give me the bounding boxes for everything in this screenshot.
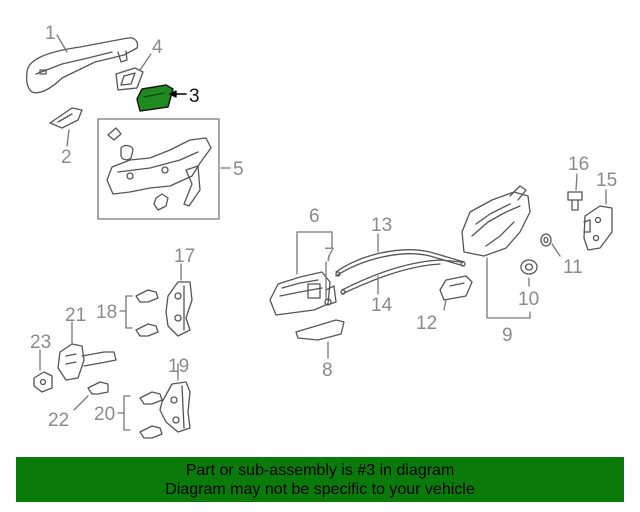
callout-19: 19 xyxy=(168,356,189,377)
striker-part xyxy=(583,205,613,251)
callout-15: 15 xyxy=(596,170,617,191)
upper-hinge-part xyxy=(165,281,193,337)
callout-14: 14 xyxy=(371,295,393,316)
callout-18: 18 xyxy=(96,302,117,323)
callout-20: 20 xyxy=(94,404,115,425)
callout-12: 12 xyxy=(416,313,437,334)
callout-8: 8 xyxy=(322,360,333,381)
door-check-part xyxy=(57,343,117,381)
callout-7: 7 xyxy=(324,245,335,266)
door-lock-assembly-box xyxy=(97,118,220,220)
inner-handle-assembly-part xyxy=(269,271,337,316)
hinge-bolts-part-20 xyxy=(139,391,163,439)
lock-bracket-part xyxy=(439,275,473,301)
callout-17: 17 xyxy=(174,246,195,267)
striker-screw-part xyxy=(567,191,583,211)
callout-13: 13 xyxy=(371,215,392,236)
handle-cover-highlighted xyxy=(136,84,174,112)
callout-3: 3 xyxy=(189,86,200,107)
callout-21: 21 xyxy=(65,305,86,326)
callout-11: 11 xyxy=(563,257,583,278)
lock-cable-part xyxy=(335,249,466,295)
outside-handle-part xyxy=(26,37,139,94)
callout-4: 4 xyxy=(152,37,163,58)
pad-part xyxy=(115,67,144,91)
callout-6: 6 xyxy=(309,206,320,227)
banner-line-1: Part or sub-assembly is #3 in diagram xyxy=(185,462,455,479)
callout-16: 16 xyxy=(568,154,589,175)
callout-23: 23 xyxy=(30,332,51,353)
callout-2: 2 xyxy=(61,147,72,168)
callout-1: 1 xyxy=(45,23,56,44)
banner-line-2: Diagram may not be specific to your vehi… xyxy=(165,481,475,498)
disclaimer-banner: Part or sub-assembly is #3 in diagram Di… xyxy=(16,457,624,502)
callout-10: 10 xyxy=(518,289,539,310)
nut-part xyxy=(33,371,53,393)
hinge-bolts-part-18 xyxy=(135,289,159,337)
washer-part xyxy=(540,233,552,247)
lower-hinge-part xyxy=(159,381,191,433)
door-check-bolt-part xyxy=(87,381,109,395)
grommet-part xyxy=(520,259,538,275)
callout-22: 22 xyxy=(48,410,69,431)
door-lock-actuator-part xyxy=(461,185,531,257)
inside-handle-part xyxy=(49,107,83,129)
callout-5: 5 xyxy=(233,159,244,180)
callout-9: 9 xyxy=(502,325,513,346)
inner-handle-bezel-part xyxy=(295,319,345,341)
